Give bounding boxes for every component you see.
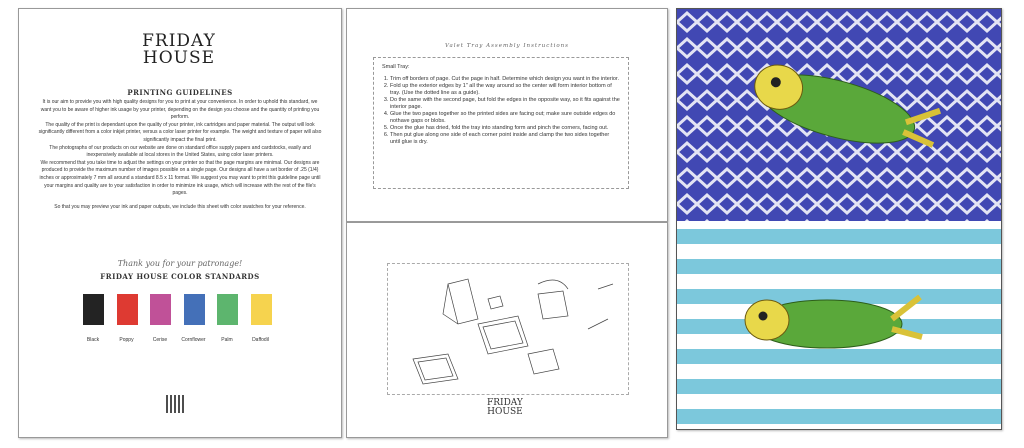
paragraph: The photographs of our products on our w…: [49, 144, 311, 159]
instructions-box: Small Tray: Trim off borders of page. Cu…: [373, 57, 629, 189]
swatch-label: Cornflower: [181, 337, 206, 343]
logo-line2: HOUSE: [142, 48, 216, 68]
thank-you-note: Thank you for your patronage!: [117, 259, 243, 268]
ikat-pattern: [677, 9, 1001, 221]
logo-line1: FRIDAY: [487, 398, 523, 408]
swatch-label: Daffodil: [252, 337, 269, 343]
logo-line2: HOUSE: [487, 407, 523, 417]
color-swatch-daffodil: [250, 294, 272, 325]
logo-line1: FRIDAY: [142, 31, 216, 51]
color-swatch-palm: [217, 294, 238, 325]
swatch-label: Black: [86, 337, 100, 343]
parrot-illustration: [744, 294, 923, 349]
subtitle: Small Tray:: [382, 64, 410, 70]
parrot-illustration: [754, 64, 942, 148]
step: Do the same with the second page, but fo…: [390, 97, 620, 111]
page-title: PRINTING GUIDELINES: [127, 88, 233, 97]
qr-code: [166, 395, 184, 413]
color-standards-heading: FRIDAY HOUSE COLOR STANDARDS: [100, 272, 260, 281]
step: Fold up the exterior edges by 1" all the…: [390, 83, 620, 97]
paragraph: So that you may preview your ink and pap…: [54, 203, 306, 210]
step: Glue the two pages together so the print…: [390, 111, 620, 125]
paragraph: It is our aim to provide you with high q…: [40, 99, 320, 121]
color-swatch-cerise: [150, 294, 171, 325]
guidelines-body: It is our aim to provide you with high q…: [37, 99, 323, 211]
paragraph: We recommend that you take time to adjus…: [39, 159, 321, 197]
paragraph: The quality of the print is dependant up…: [38, 121, 322, 143]
swatch-label: Palm: [221, 337, 233, 343]
step: Trim off borders of page. Cut the page i…: [390, 76, 620, 83]
diagram-box: [387, 263, 629, 395]
instructions-title: Valet Tray Assembly Instructions: [444, 43, 570, 49]
color-swatch-poppy: [116, 294, 138, 325]
blue-stripe-pattern: [677, 229, 1001, 429]
color-swatch-cornflower: [183, 294, 205, 325]
stripe-illustration: [744, 294, 923, 349]
color-swatch-black: [83, 294, 104, 325]
tray-folding-diagram: [412, 278, 614, 385]
assembly-instructions-page: Valet Tray Assembly Instructions Small T…: [346, 8, 668, 222]
step: Then put glue along one side of each cor…: [390, 132, 620, 146]
pattern-page: [676, 8, 1002, 430]
blue-ikat-pattern: [677, 9, 1001, 221]
swatch-label: Poppy: [119, 337, 134, 343]
step: Once the glue has dried, fold the tray i…: [390, 125, 620, 132]
swatch-label: Cerise: [152, 337, 168, 343]
